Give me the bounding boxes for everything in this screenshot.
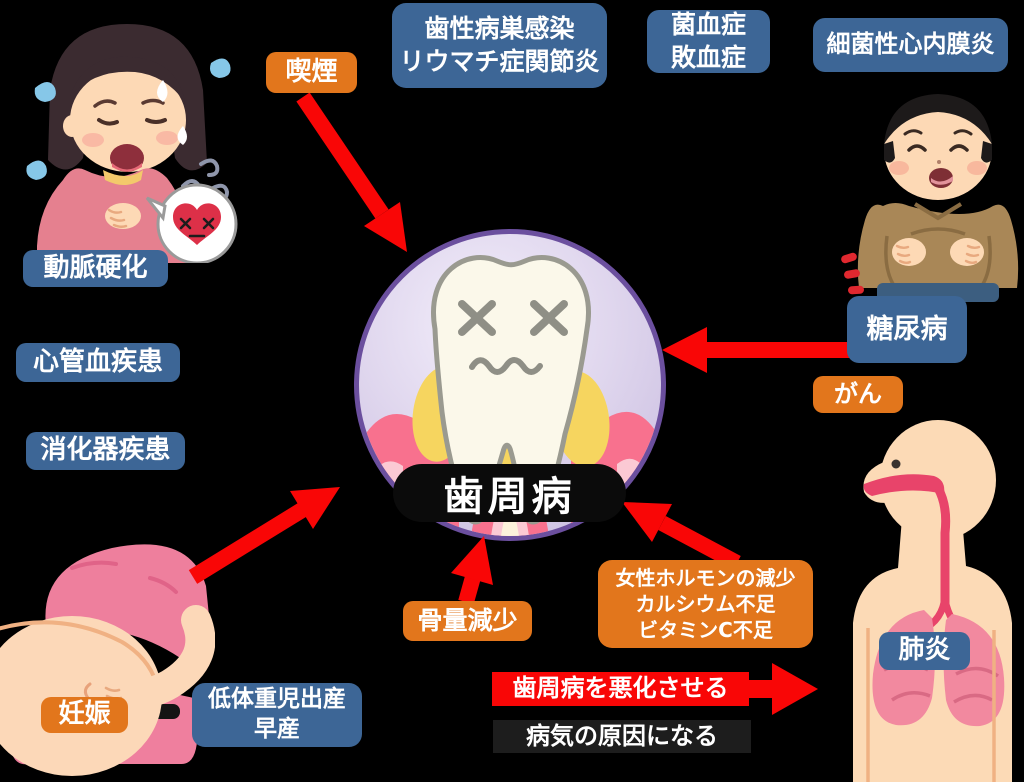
label-diabetes: 糖尿病: [847, 296, 967, 363]
legend-worsens-periodontal: 歯周病を悪化させる: [492, 672, 749, 706]
open-smile: [929, 168, 953, 188]
legend-causes-disease: 病気の原因になる: [493, 720, 751, 753]
label-digestive: 消化器疾患: [26, 432, 185, 470]
label-hormone-deficiency: 女性ホルモンの減少 カルシウム不足 ビタミンC不足: [598, 560, 813, 648]
label-cancer: がん: [813, 376, 903, 413]
arrow-hormone-to-center: [622, 502, 741, 571]
center-label-periodontal-disease: 歯周病: [393, 464, 626, 522]
label-endocarditis: 細菌性心内膜炎: [813, 18, 1008, 72]
label-arteriosclerosis: 動脈硬化: [23, 250, 168, 287]
worried-mouth: [469, 357, 543, 375]
sweat-drop-icon: [26, 160, 47, 180]
sweat-drop-icon: [177, 126, 187, 145]
label-cardiovascular: 心管血疾患: [16, 343, 180, 382]
overweight-man-illustration: [841, 94, 1019, 302]
arrow-pregnancy-to-center: [188, 487, 340, 584]
hand-on-chest: [105, 203, 141, 229]
label-pregnancy: 妊娠: [41, 697, 128, 733]
label-bacteremia: 菌血症 敗血症: [647, 10, 770, 73]
legend-arrow: [748, 663, 818, 715]
sweat-drop-icon: [34, 82, 56, 102]
coughing-woman-illustration: [26, 24, 238, 263]
label-bone-loss: 骨量減少: [403, 601, 532, 641]
arrow-boneloss-to-center: [451, 536, 493, 605]
eye-dot: [891, 459, 901, 469]
trachea: [933, 485, 951, 608]
sweat-drop-icon: [210, 58, 231, 78]
nasal-passage: [863, 474, 945, 496]
x-eyes: [458, 300, 568, 336]
open-mouth: [110, 144, 144, 172]
label-pneumonia: 肺炎: [879, 632, 970, 670]
jiggle-marks: [841, 252, 864, 295]
label-smoking: 喫煙: [266, 52, 357, 93]
arm-on-belly: [115, 605, 215, 709]
hands-on-belly: [892, 238, 984, 266]
arrow-diabetes-to-center: [662, 327, 850, 373]
arrow-smoking-to-center: [296, 92, 407, 252]
dead-heart-bubble: [145, 183, 238, 263]
label-low-birth-weight: 低体重児出産 早産: [192, 683, 362, 747]
label-focal-infection: 歯性病巣感染 リウマチ症関節炎: [392, 3, 607, 88]
sweat-drop-icon: [157, 80, 168, 102]
